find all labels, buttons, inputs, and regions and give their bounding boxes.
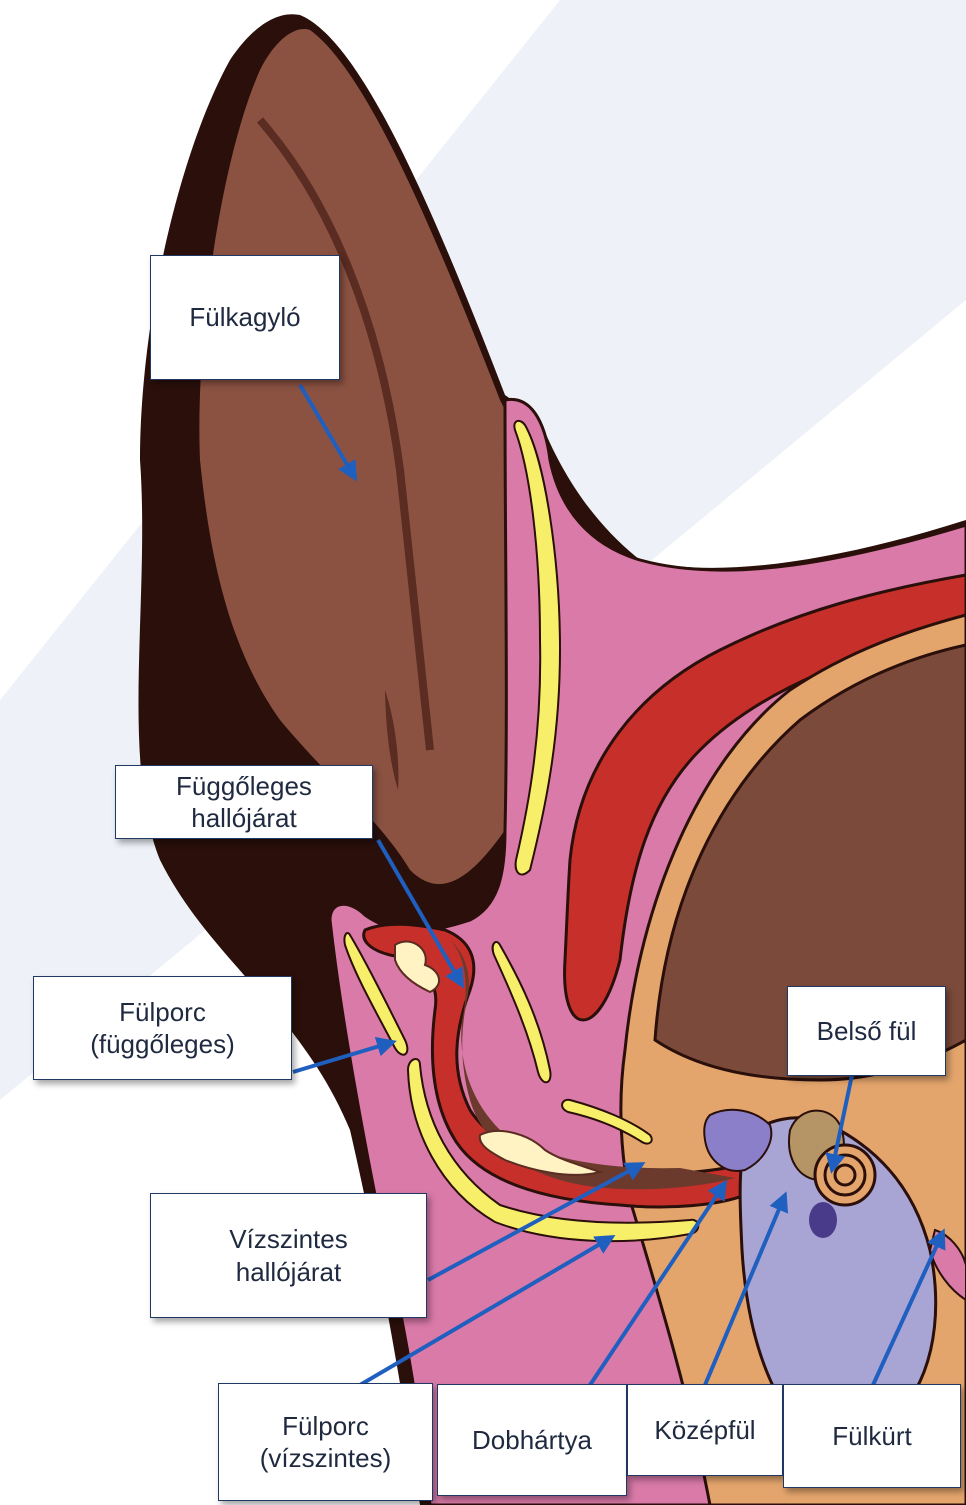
round-window [809,1202,837,1238]
label-vertical-canal-text: Függőleges hallójárat [176,770,312,835]
label-pinna-text: Fülkagyló [189,301,300,334]
label-eustachian-tube-text: Fülkürt [832,1420,911,1453]
label-eardrum: Dobhártya [437,1384,627,1496]
label-cartilage-horizontal: Fülporc (vízszintes) [218,1383,433,1501]
label-middle-ear-text: Középfül [654,1414,755,1447]
label-vertical-canal: Függőleges hallójárat [115,765,373,839]
label-cartilage-vertical: Fülporc (függőleges) [33,976,292,1080]
label-eustachian-tube: Fülkürt [783,1384,961,1488]
cochlea [815,1145,875,1205]
label-cartilage-vertical-text: Fülporc (függőleges) [90,996,235,1061]
label-eardrum-text: Dobhártya [472,1424,592,1457]
label-horizontal-canal: Vízszintes hallójárat [150,1193,427,1318]
label-horizontal-canal-text: Vízszintes hallójárat [229,1223,348,1288]
label-inner-ear: Belső fül [787,986,946,1076]
label-cartilage-horizontal-text: Fülporc (vízszintes) [260,1410,391,1475]
label-pinna: Fülkagyló [150,255,340,380]
label-middle-ear: Középfül [627,1384,783,1476]
label-inner-ear-text: Belső fül [817,1015,917,1048]
